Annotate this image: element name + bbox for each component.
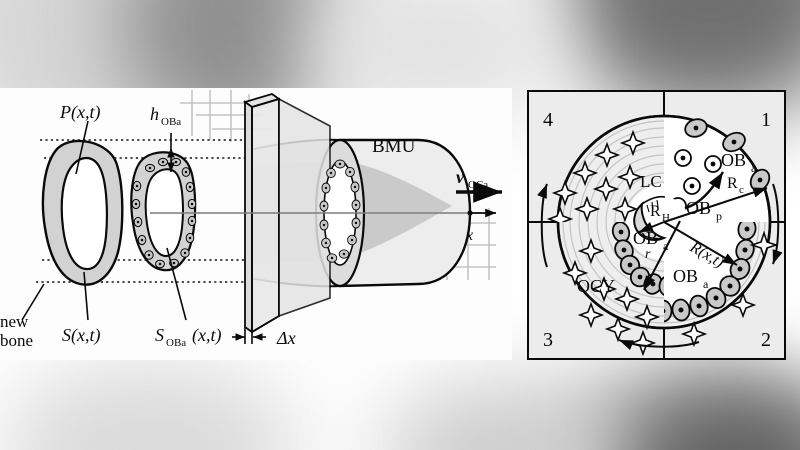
quadrant-label-4: 4 bbox=[543, 109, 553, 131]
svg-text:OB: OB bbox=[633, 228, 658, 248]
backdrop-blob bbox=[0, 360, 300, 450]
differentiation-arrow bbox=[684, 171, 725, 210]
quadrant-label-1: 1 bbox=[761, 109, 771, 131]
svg-text:OBa: OBa bbox=[161, 116, 181, 128]
label-perimeter: P(x,t) bbox=[59, 102, 100, 123]
svg-text:v: v bbox=[456, 167, 465, 187]
rotation-arrow-left bbox=[537, 183, 548, 268]
quadrant4-osteocyte-field bbox=[546, 129, 647, 222]
svg-text:R: R bbox=[650, 203, 661, 220]
bmu-cross-section-diagram: 4 1 3 2 OB a OB p LC R H R c R(x,t) r OB… bbox=[529, 92, 784, 358]
label-ocy: OCY bbox=[577, 276, 615, 296]
quadrant-label-2: 2 bbox=[761, 329, 771, 351]
r-arrow bbox=[643, 220, 681, 291]
label-delta-x: Δx bbox=[276, 328, 296, 348]
svg-text:a: a bbox=[663, 239, 669, 253]
label-lc: LC bbox=[640, 172, 662, 191]
label-oba-q3: OB a bbox=[633, 228, 669, 253]
oba-ring-cross-section bbox=[130, 151, 197, 272]
delta-x-measure bbox=[232, 327, 266, 344]
label-surface: S(x,t) bbox=[62, 325, 100, 346]
svg-text:c: c bbox=[739, 184, 744, 196]
label-bmu: BMU bbox=[372, 136, 416, 157]
svg-text:OB: OB bbox=[686, 198, 711, 218]
svg-text:p: p bbox=[716, 209, 722, 223]
svg-text:OB: OB bbox=[673, 266, 698, 286]
rotation-arrow-right bbox=[772, 183, 783, 265]
svg-text:R: R bbox=[727, 175, 738, 192]
label-oba-q1: OB a bbox=[721, 150, 757, 175]
svg-text:OBa: OBa bbox=[166, 337, 186, 349]
circulation-arrows bbox=[537, 183, 783, 351]
label-h-oba: h OBa bbox=[150, 104, 181, 128]
bmu-perspective-diagram: P(x,t) h OBa new bone S(x,t) S OBa (x,t)… bbox=[0, 90, 502, 350]
osteocyte-stars-q2 bbox=[680, 230, 779, 348]
svg-text:a: a bbox=[703, 277, 709, 291]
label-surface-oba: S OBa (x,t) bbox=[155, 325, 221, 349]
label-rc: R c bbox=[727, 175, 744, 196]
left-figure-panel: P(x,t) h OBa new bone S(x,t) S OBa (x,t)… bbox=[0, 88, 512, 360]
radius-arrows bbox=[638, 187, 768, 291]
label-x-axis: x bbox=[465, 227, 473, 244]
right-figure-panel: 4 1 3 2 OB a OB p LC R H R c R(x,t) r OB… bbox=[527, 90, 786, 360]
svg-text:a: a bbox=[751, 161, 757, 175]
label-obp: OB p bbox=[686, 198, 722, 223]
quadrant-label-3: 3 bbox=[543, 329, 553, 351]
svg-text:h: h bbox=[150, 104, 159, 124]
cutting-plane-plate bbox=[242, 93, 331, 334]
label-leader-lines bbox=[21, 120, 187, 321]
label-rh: R H bbox=[650, 203, 670, 224]
backdrop-blob bbox=[380, 380, 640, 450]
svg-text:(x,t): (x,t) bbox=[192, 325, 221, 346]
label-oba-q2: OB a bbox=[673, 266, 709, 291]
osteocyte-stars-q3 bbox=[561, 237, 661, 357]
new-bone-ring-far bbox=[41, 139, 124, 286]
label-r-small: r bbox=[645, 247, 651, 262]
svg-text:OCa: OCa bbox=[468, 179, 488, 191]
rc-arrow bbox=[663, 187, 768, 223]
svg-text:S: S bbox=[155, 325, 164, 345]
svg-text:H: H bbox=[662, 212, 670, 224]
rh-arrow bbox=[638, 221, 665, 233]
label-new-bone-line2: bone bbox=[0, 331, 33, 350]
svg-text:OB: OB bbox=[721, 150, 746, 170]
label-new-bone-line1: new bbox=[0, 312, 29, 331]
rotation-arrow-bottom bbox=[618, 339, 700, 351]
label-velocity: v OCa bbox=[456, 167, 488, 191]
